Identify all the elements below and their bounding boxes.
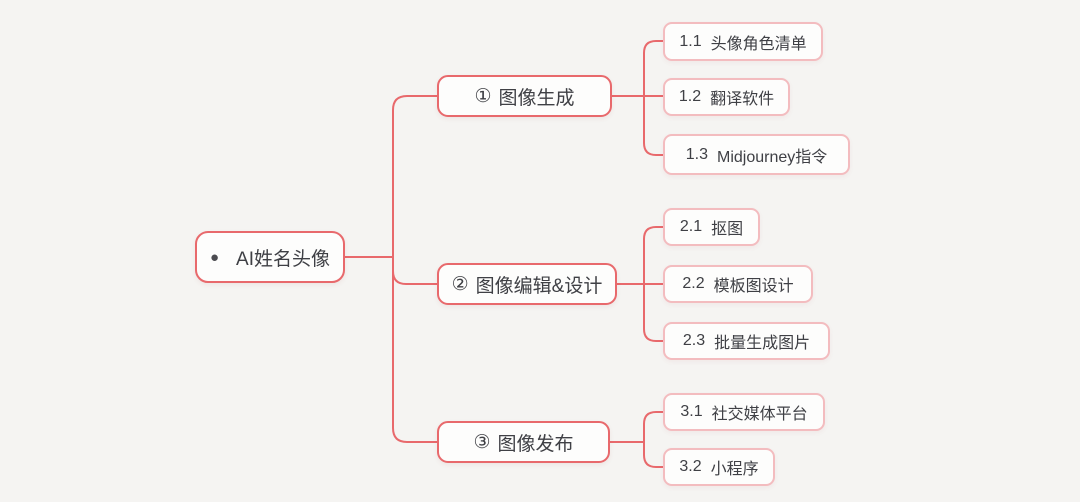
branch-label: 图像发布 — [497, 433, 574, 455]
branch-marker: ① — [474, 85, 492, 107]
leaf-node-3-1[interactable]: 3.1 社交媒体平台 — [663, 393, 825, 431]
leaf-label: 小程序 — [710, 461, 759, 478]
leaf-node-1-2[interactable]: 1.2 翻译软件 — [663, 78, 790, 116]
branch-marker: ③ — [473, 431, 491, 453]
leaf-label: Midjourney指令 — [716, 148, 828, 166]
leaf-node-2-1[interactable]: 2.1 抠图 — [663, 208, 760, 246]
root-node[interactable]: ● AI姓名头像 — [195, 231, 345, 283]
branch-node-image-publishing[interactable]: ③ 图像发布 — [437, 421, 610, 463]
leaf-number: 1.1 — [679, 32, 702, 50]
branch-node-image-generation[interactable]: ① 图像生成 — [437, 75, 612, 117]
leaf-label: 模板图设计 — [713, 278, 794, 295]
leaf-label: 批量生成图片 — [714, 335, 811, 352]
bullet-icon: ● — [209, 248, 220, 266]
leaf-number: 2.2 — [682, 275, 705, 292]
leaf-number: 3.2 — [679, 458, 702, 475]
leaf-label: 社交媒体平台 — [711, 406, 808, 423]
branch-label: 图像生成 — [498, 87, 575, 109]
connector-main-trunk — [392, 95, 438, 443]
leaf-node-2-3[interactable]: 2.3 批量生成图片 — [663, 322, 830, 360]
root-node-label: AI姓名头像 — [236, 248, 330, 270]
connector-branch2-elbow — [392, 270, 438, 285]
leaf-number: 2.1 — [679, 218, 703, 235]
connector-branch1-trunk — [643, 40, 664, 156]
branch-marker: ② — [451, 273, 469, 295]
leaf-number: 1.3 — [685, 145, 708, 163]
leaf-label: 头像角色清单 — [710, 35, 807, 53]
leaf-label: 抠图 — [711, 221, 744, 238]
leaf-node-2-2[interactable]: 2.2 模板图设计 — [663, 265, 813, 303]
leaf-number: 1.2 — [678, 88, 702, 105]
leaf-label: 翻译软件 — [710, 91, 775, 108]
leaf-node-1-1[interactable]: 1.1 头像角色清单 — [663, 22, 823, 61]
connector-branch3-trunk — [643, 411, 664, 468]
leaf-number: 2.3 — [682, 332, 706, 349]
branch-label: 图像编辑&设计 — [475, 275, 603, 297]
leaf-node-1-3[interactable]: 1.3 Midjourney指令 — [663, 134, 850, 175]
leaf-number: 3.1 — [680, 403, 703, 420]
connector-branch2-trunk — [643, 226, 664, 342]
branch-node-image-editing-design[interactable]: ② 图像编辑&设计 — [437, 263, 617, 305]
leaf-node-3-2[interactable]: 3.2 小程序 — [663, 448, 775, 486]
